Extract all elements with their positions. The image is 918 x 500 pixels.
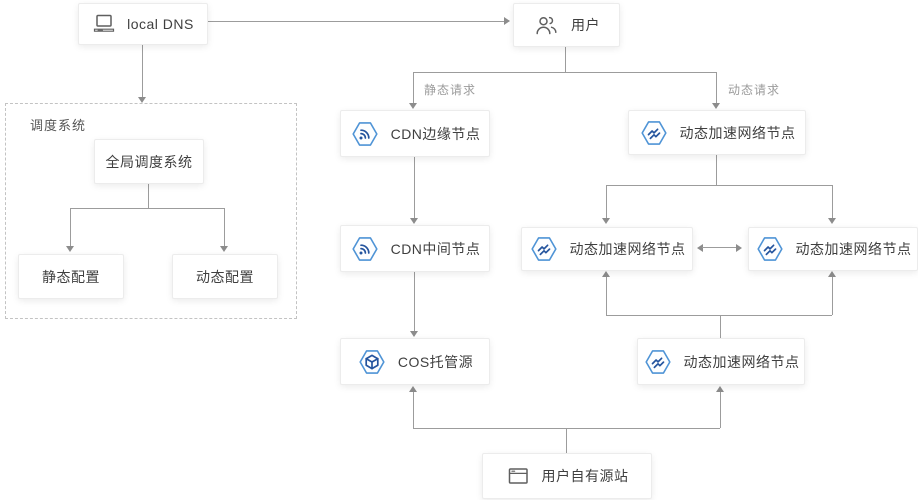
node-static-config: 静态配置	[18, 254, 124, 299]
edge-label-static-request: 静态请求	[424, 83, 477, 97]
cdn-hexagon-icon	[351, 121, 378, 146]
edge-label-dynamic-request: 动态请求	[728, 83, 781, 97]
node-label: CDN边缘节点	[390, 125, 481, 142]
node-ecdn-bottom: 动态加速网络节点	[637, 338, 805, 385]
arrowhead-down-icon	[602, 218, 610, 224]
laptop-icon	[94, 14, 115, 32]
node-label: 用户	[571, 17, 600, 33]
connector-ecdnbottom-split	[606, 315, 832, 316]
node-local-dns: local DNS	[78, 3, 208, 45]
node-cdn-edge: CDN边缘节点	[340, 110, 490, 157]
ecdn-hexagon-icon	[644, 349, 671, 374]
node-label: CDN中间节点	[390, 240, 481, 257]
node-ecdn-right: 动态加速网络节点	[748, 227, 918, 271]
connector-origin-split	[413, 428, 720, 429]
connector-ecdnleft-ecdnright	[702, 247, 737, 248]
node-global-scheduler: 全局调度系统	[94, 139, 204, 184]
node-label: 全局调度系统	[105, 153, 193, 170]
node-user-origin: 用户自有源站	[482, 453, 652, 499]
node-ecdn-left: 动态加速网络节点	[521, 227, 693, 271]
ecdn-hexagon-icon	[530, 237, 557, 261]
arrowhead-down-icon	[410, 218, 418, 224]
connector-ecdnbottom-ecdnleft	[606, 277, 607, 315]
connector-origin-cos	[413, 392, 414, 428]
connector-ecdntop-split	[606, 185, 832, 186]
ecdn-hexagon-icon	[640, 120, 667, 145]
arrowhead-down-icon	[410, 331, 418, 337]
connector-user-split	[565, 45, 566, 72]
cdn-hexagon-icon	[351, 236, 378, 261]
node-label: 动态加速网络节点	[795, 241, 912, 257]
connector-localdns-scheduler	[142, 43, 143, 97]
scheduler-group-container: 调度系统	[5, 103, 297, 319]
connector-ecdntop-ecdnright	[832, 185, 833, 218]
arrowhead-down-icon	[138, 97, 146, 103]
node-label: 用户自有源站	[541, 468, 629, 484]
arrowhead-up-icon	[716, 386, 724, 392]
connector-cdnedge-cdnmid	[414, 155, 415, 218]
arrowhead-right-icon	[736, 244, 742, 252]
connector-origin-split	[566, 428, 567, 453]
connector-ecdnbottom-ecdnright	[832, 277, 833, 315]
arrowhead-down-icon	[712, 103, 720, 109]
scheduler-group-label: 调度系统	[30, 118, 87, 133]
node-label: 动态配置	[196, 268, 254, 285]
connector-global-split	[148, 182, 149, 208]
node-ecdn-top: 动态加速网络节点	[628, 110, 806, 155]
browser-window-icon	[508, 467, 528, 484]
node-label: 动态加速网络节点	[679, 124, 796, 141]
connector-global-dynamic	[224, 208, 225, 246]
connector-user-cdnedge	[413, 72, 414, 103]
connector-ecdntop-ecdnleft	[606, 185, 607, 218]
connector-global-static	[70, 208, 71, 246]
connector-global-split	[70, 208, 224, 209]
node-dynamic-config: 动态配置	[172, 254, 278, 299]
connector-localdns-user	[207, 21, 504, 22]
node-label: local DNS	[127, 16, 194, 32]
arrowhead-up-icon	[602, 271, 610, 277]
cos-hexagon-icon	[359, 349, 385, 374]
arrowhead-up-icon	[409, 386, 417, 392]
connector-ecdntop-split	[716, 153, 717, 185]
node-label: 动态加速网络节点	[683, 353, 800, 370]
node-cdn-middle: CDN中间节点	[340, 225, 490, 272]
connector-user-ecdntop	[716, 72, 717, 103]
node-label: COS托管源	[397, 353, 474, 370]
node-user: 用户	[513, 3, 620, 47]
arrowhead-down-icon	[220, 246, 228, 252]
node-label: 静态配置	[42, 268, 100, 285]
node-label: 动态加速网络节点	[569, 241, 686, 257]
arrowhead-up-icon	[828, 271, 836, 277]
connector-origin-ecdnbottom	[720, 392, 721, 428]
node-cos-origin: COS托管源	[340, 338, 490, 385]
users-icon	[536, 16, 557, 34]
arrowhead-right-icon	[504, 17, 510, 25]
arrowhead-left-icon	[697, 244, 703, 252]
connector-user-split	[413, 72, 716, 73]
ecdn-hexagon-icon	[756, 237, 783, 261]
arrowhead-down-icon	[66, 246, 74, 252]
connector-cdnmid-cos	[414, 270, 415, 331]
connector-ecdnbottom-split	[720, 315, 721, 338]
arrowhead-down-icon	[409, 103, 417, 109]
arrowhead-down-icon	[828, 218, 836, 224]
